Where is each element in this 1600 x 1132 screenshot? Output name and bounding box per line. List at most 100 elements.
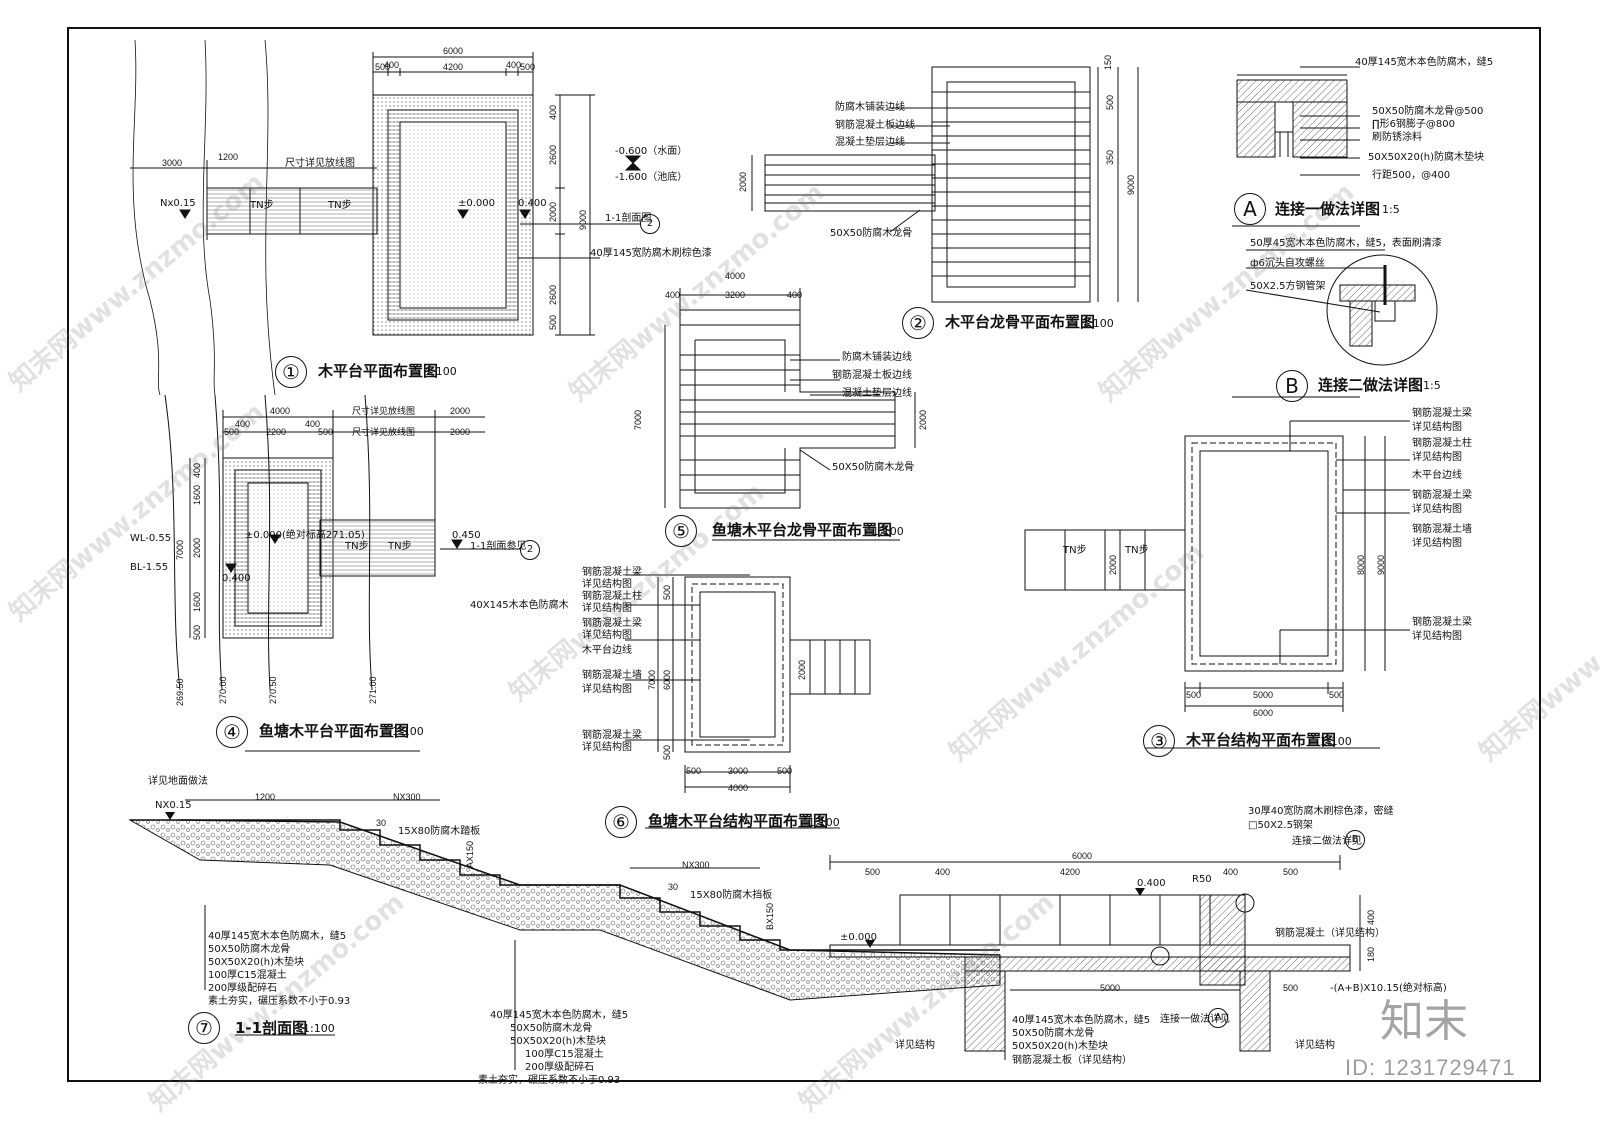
- dim-label: 3000: [728, 766, 749, 776]
- plan-6: [625, 574, 871, 829]
- layer-label: 50X50防腐木龙骨: [1012, 1028, 1095, 1039]
- dim-label: 6000: [662, 669, 672, 690]
- dim-label: 1600: [192, 484, 202, 505]
- layer-label: 100厚C15混凝土: [525, 1049, 604, 1060]
- section-mark: 1-1剖面参见: [470, 541, 527, 552]
- layer-label: 50X50防腐木龙骨: [510, 1023, 593, 1034]
- note: 40厚145宽木本色防腐木，缝5: [1355, 57, 1494, 68]
- dim-label: 2000: [450, 406, 471, 416]
- section-symbol: 2: [640, 214, 660, 234]
- dim-label: 500: [865, 867, 881, 877]
- dim-label: 2000: [918, 409, 928, 430]
- dim-label: 2600: [548, 284, 558, 305]
- dim-label: 2000: [797, 659, 807, 680]
- layer-label: 50X50X20(h)木垫块: [510, 1036, 607, 1047]
- note: 详见结构图: [582, 684, 632, 695]
- section-1-1: [128, 799, 1361, 1070]
- note: 40厚145宽防腐木刷棕色漆: [590, 248, 712, 259]
- dim-label: 150: [1103, 54, 1113, 70]
- note: 钢筋混凝土板边线: [835, 120, 915, 131]
- dim-label: 2000: [548, 201, 558, 222]
- drawing-scale-4: 1:100: [392, 725, 424, 738]
- dim-label: 400: [935, 867, 951, 877]
- dim-label: 3200: [725, 290, 746, 300]
- dim-label: 6000: [443, 46, 464, 56]
- note: 详见结构图: [582, 630, 632, 641]
- note: 钢筋混凝土梁: [582, 567, 642, 578]
- dim-label: 4000: [728, 783, 749, 793]
- dim-label: 4200: [1060, 867, 1081, 877]
- drawing-scale-3: 1:100: [1320, 735, 1352, 748]
- note: 详见结构图: [1412, 504, 1462, 515]
- dim-label: 30: [668, 882, 679, 892]
- drawing-scale-2: 1:100: [1082, 317, 1114, 330]
- section-mark: 1-1剖面图: [605, 213, 652, 224]
- note: 详见结构: [1295, 1040, 1335, 1051]
- dim-label: NX300: [682, 860, 710, 870]
- dim-label: 500: [520, 62, 536, 72]
- drawing-scale-a: 1:5: [1382, 203, 1400, 216]
- dim-label: 尺寸详见放线图: [352, 427, 416, 437]
- dim-label: 1200: [255, 792, 276, 802]
- layer-label: 40厚145宽木本色防腐木，缝5: [208, 931, 347, 942]
- note: 50X50防腐木龙骨: [832, 462, 915, 473]
- note: 15X80防腐木踏板: [398, 826, 481, 837]
- level-label: NX0.15: [155, 800, 192, 811]
- dim-label: 500: [662, 584, 672, 600]
- brand-logo: 知末: [1380, 996, 1468, 1047]
- dim-label: 3000: [162, 158, 183, 168]
- drawing-scale-6: 1:100: [808, 816, 840, 829]
- drawing-title-a: 连接一做法详图: [1275, 200, 1381, 218]
- dim-label: 350: [1105, 149, 1115, 165]
- plan-3: [1024, 420, 1410, 749]
- dim-label: 7000: [647, 669, 657, 690]
- drawing-scale-7: 1:100: [303, 1022, 335, 1035]
- note: 15X80防腐木挡板: [690, 890, 773, 901]
- drawing-title-2: 木平台龙骨平面布置图: [945, 313, 1096, 331]
- dim-label: 500: [1283, 983, 1299, 993]
- note: 详见结构: [895, 1040, 935, 1051]
- drawing-number-5: ⑤: [665, 515, 697, 547]
- note: 钢筋混凝土梁: [1412, 408, 1472, 419]
- layer-label: 200厚级配碎石: [525, 1062, 595, 1073]
- dim-label: AX150: [465, 840, 475, 868]
- note: 钢筋混凝土梁: [582, 618, 642, 629]
- dim-label: 2000: [192, 537, 202, 558]
- level-label: 0.400: [1137, 878, 1166, 889]
- drawing-number-7: ⑦: [188, 1012, 220, 1044]
- note: 详见地面做法: [148, 776, 208, 787]
- note: 50X50X20(h)防腐木垫块: [1368, 152, 1485, 163]
- plan-5: [664, 288, 916, 541]
- drawing-title-5: 鱼塘木平台龙骨平面布置图: [712, 521, 893, 539]
- layer-label: 钢筋混凝土板（详见结构）: [1012, 1055, 1132, 1066]
- note: 防腐木铺装边线: [835, 102, 905, 113]
- dim-label: 2600: [548, 144, 558, 165]
- dim-label: 9000: [578, 209, 588, 230]
- drawing-number-a: A: [1234, 193, 1266, 225]
- layer-label: 40厚145宽木本色防腐木，缝5: [490, 1010, 629, 1021]
- dim-label: 9000: [1376, 554, 1386, 575]
- note: 详见结构图: [582, 603, 632, 614]
- dim-label: 500: [686, 766, 702, 776]
- note: 钢筋混凝土墙: [582, 670, 642, 681]
- level-label: Nx0.15: [160, 198, 196, 209]
- contour-level: 270.00: [218, 676, 228, 704]
- dim-label: 400: [384, 60, 400, 70]
- dim-label: 5000: [1100, 983, 1121, 993]
- dim-label: 6000: [1253, 708, 1274, 718]
- level-label: 0.400: [518, 198, 547, 209]
- pool-bottom-level: -1.600（池底）: [615, 172, 688, 183]
- note: 30厚40宽防腐木刷棕色漆，密缝: [1248, 806, 1394, 817]
- layer-label: 50X50X20(h)木垫块: [1012, 1041, 1109, 1052]
- dim-label: 500: [1105, 94, 1115, 110]
- dim-label: 500: [777, 766, 793, 776]
- plan-2: [751, 66, 1139, 303]
- detail-a: [1232, 66, 1360, 227]
- note: 详见结构图: [1412, 422, 1462, 433]
- note: 详见结构图: [582, 742, 632, 753]
- level-label: ±0.000: [840, 932, 878, 943]
- drawing-title-4: 鱼塘木平台平面布置图: [259, 722, 410, 740]
- level-label: BL-1.55: [130, 562, 169, 573]
- step-label: TN步: [1125, 545, 1149, 556]
- step-label: TN步: [1063, 545, 1087, 556]
